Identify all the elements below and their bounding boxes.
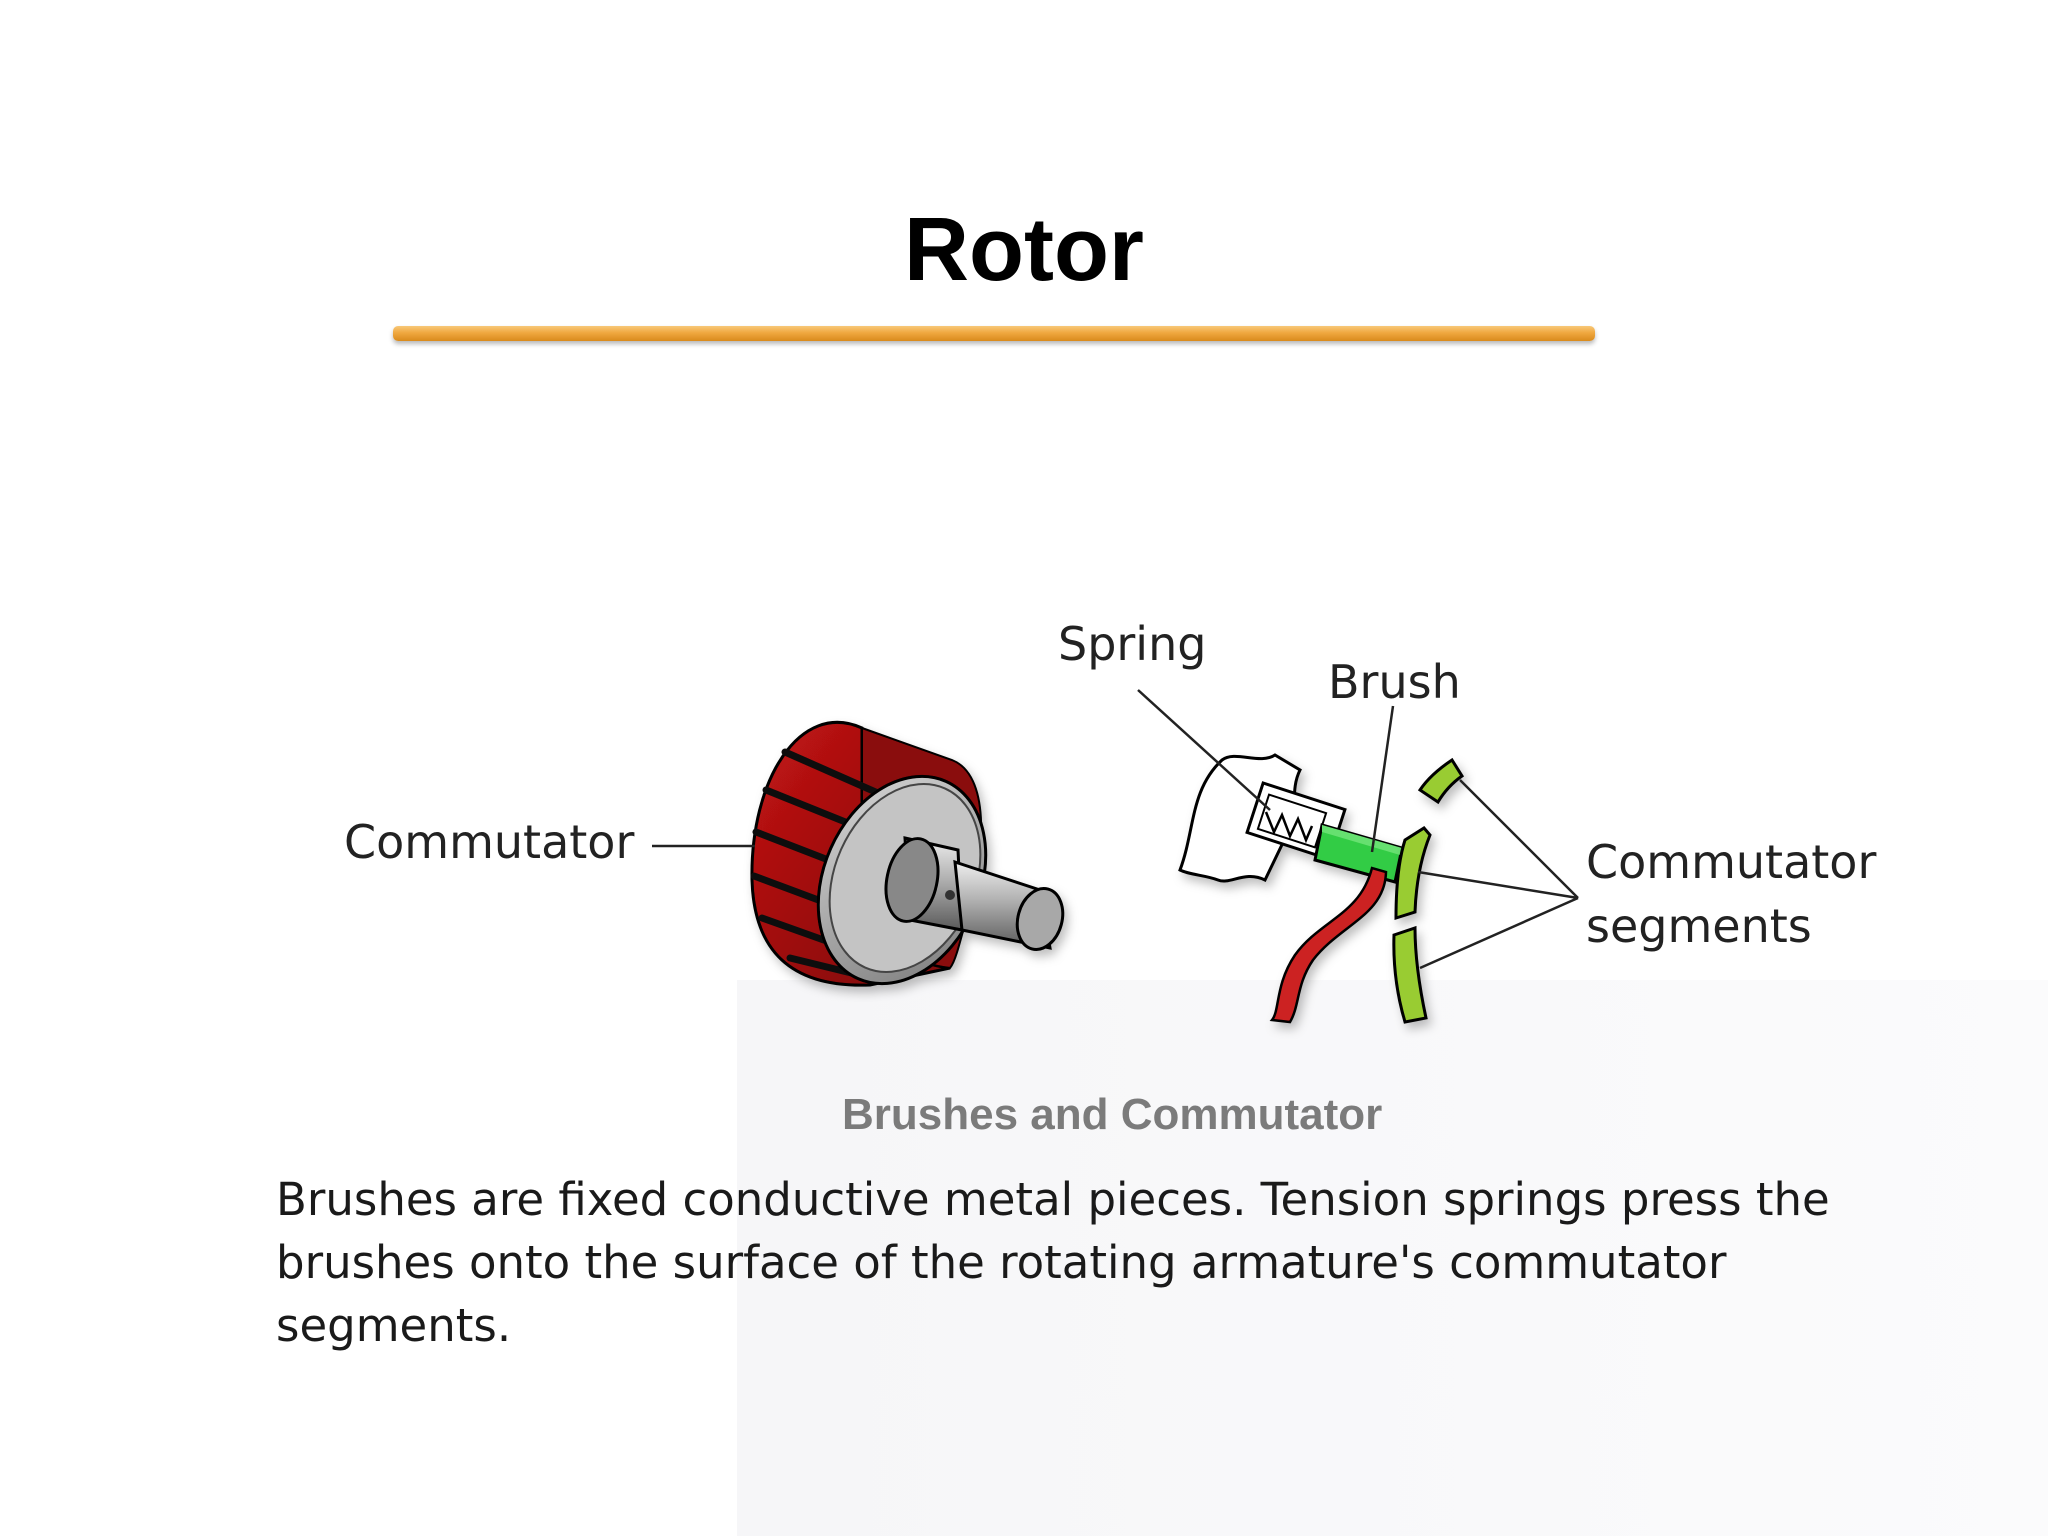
brush-assembly xyxy=(1178,753,1404,1024)
label-segments-line2: segments xyxy=(1586,899,1812,953)
commutator-shaft xyxy=(945,859,1065,951)
description-text: Brushes are fixed conductive metal piece… xyxy=(276,1173,1830,1352)
figure-caption: Brushes and Commutator xyxy=(842,1090,1383,1139)
brush-block xyxy=(1313,823,1404,884)
commutator-segments xyxy=(1392,757,1465,1024)
spring-leader-line xyxy=(1137,689,1271,811)
segment-bottom xyxy=(1392,925,1428,1024)
segments-leader-bottom xyxy=(1419,896,1579,970)
label-spring: Spring xyxy=(1058,617,1206,671)
leader-lines xyxy=(1137,689,1579,970)
label-segments-line1: Commutator xyxy=(1586,835,1876,889)
slide-title: Rotor xyxy=(904,200,1144,300)
brush-leader-line xyxy=(1370,705,1395,853)
label-brush: Brush xyxy=(1328,655,1461,709)
figure-background xyxy=(737,980,2048,1536)
brush-wire xyxy=(1269,866,1388,1024)
segment-top xyxy=(1417,757,1465,805)
commutator-drawing xyxy=(750,720,1065,987)
spring-coil xyxy=(1264,811,1314,844)
title-underline xyxy=(393,326,1595,341)
segments-leader-middle xyxy=(1417,870,1579,900)
label-commutator: Commutator xyxy=(344,815,634,869)
commutator-hub xyxy=(884,836,964,932)
segments-leader-top xyxy=(1459,779,1579,899)
segment-middle xyxy=(1394,826,1432,921)
